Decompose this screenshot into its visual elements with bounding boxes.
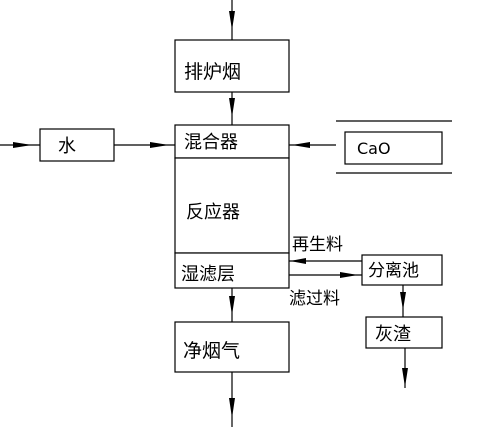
ash-label: 灰渣 xyxy=(375,324,411,345)
cao-to-mixer-arrow xyxy=(292,142,310,148)
filter-to-clean-arrow xyxy=(229,296,235,315)
cao-label: CaO xyxy=(357,139,391,158)
mixer-label: 混合器 xyxy=(184,132,238,153)
ash-outlet-arrow xyxy=(402,368,408,387)
water-inlet-arrow xyxy=(13,142,32,148)
flue-gas-inlet-arrow xyxy=(229,11,235,30)
clean-gas-label: 净烟气 xyxy=(183,340,240,362)
flue-gas-in-box xyxy=(174,39,290,93)
wet-filter-label: 湿滤层 xyxy=(181,264,235,285)
flue-gas-in-label: 排炉烟 xyxy=(184,61,241,83)
water-label: 水 xyxy=(58,136,76,157)
water-to-mixer-arrow xyxy=(150,142,169,148)
filtrate-arrow xyxy=(340,272,358,278)
separator-box xyxy=(361,254,443,286)
mixer-box xyxy=(174,124,290,159)
regenerated-arrow xyxy=(290,258,306,264)
flue-to-mixer-arrow xyxy=(229,98,235,117)
reactor-label: 反应器 xyxy=(186,202,240,223)
filtrate-label: 滤过料 xyxy=(289,289,340,309)
cao-box xyxy=(344,131,443,165)
regenerated-label: 再生料 xyxy=(292,235,343,255)
separator-to-ash-arrow xyxy=(400,292,406,310)
separator-label: 分离池 xyxy=(368,261,419,281)
clean-gas-outlet-arrow xyxy=(229,398,235,418)
wet-filter-box xyxy=(174,252,290,289)
reactor-box xyxy=(174,157,290,254)
ash-box xyxy=(365,316,443,349)
water-box xyxy=(39,128,115,162)
